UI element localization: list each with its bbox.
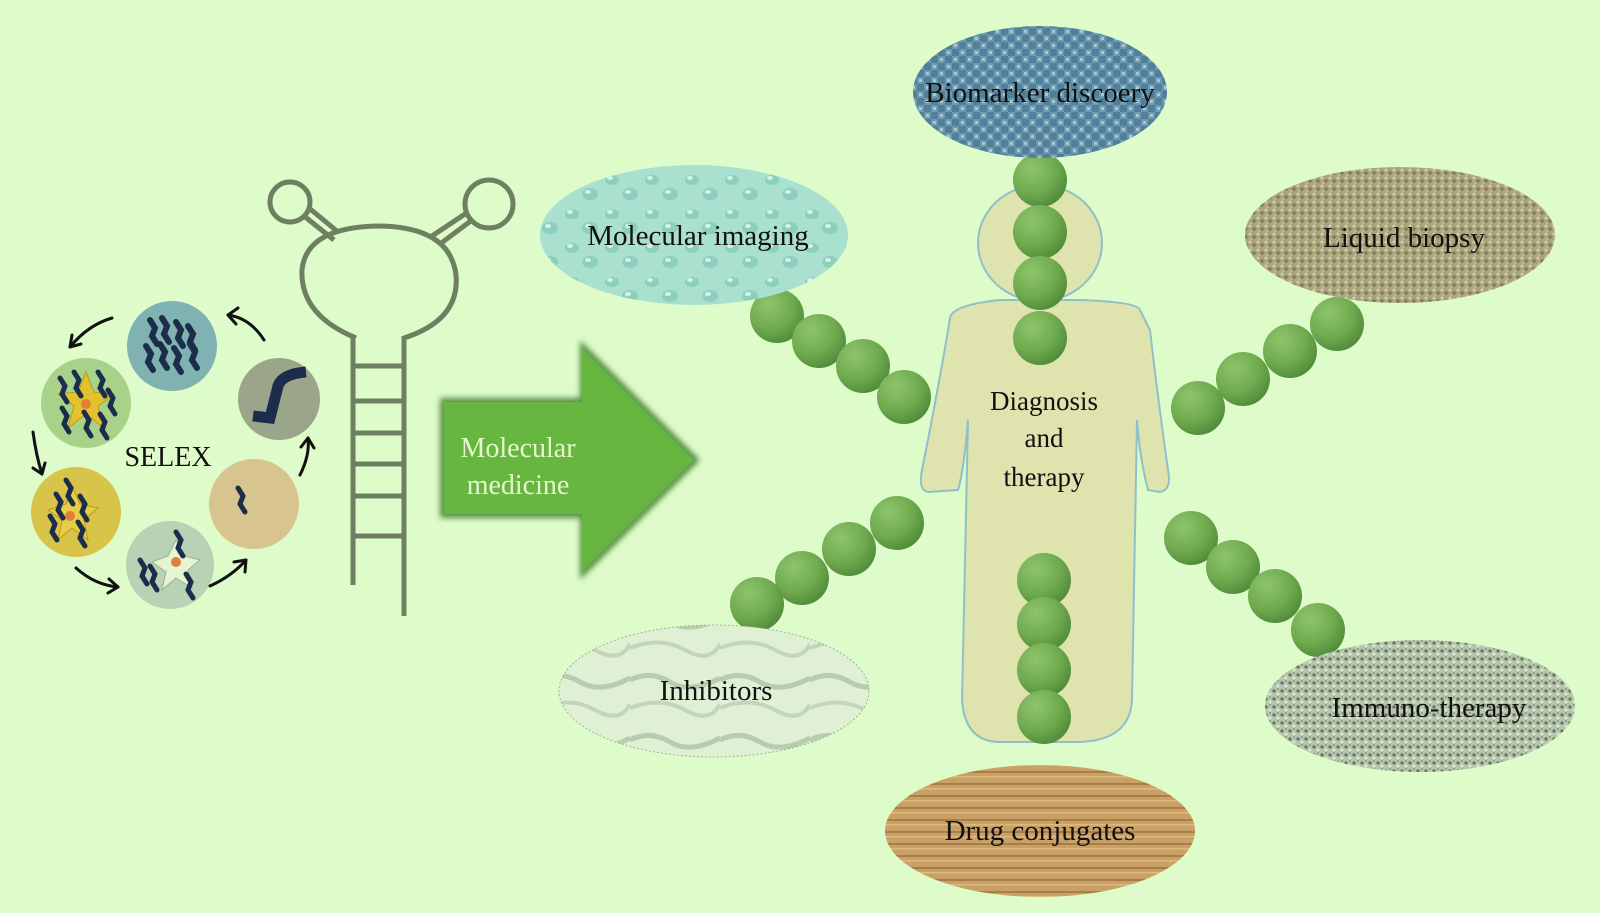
bead <box>1013 205 1067 259</box>
bead <box>1017 553 1071 607</box>
bead <box>730 577 784 631</box>
human-body-figure: Diagnosis and therapy <box>919 184 1170 743</box>
application-drug-conjugates[interactable]: Drug conjugates <box>885 765 1195 897</box>
bead <box>822 522 876 576</box>
bead <box>1216 352 1270 406</box>
bead <box>870 496 924 550</box>
bead <box>792 314 846 368</box>
bead <box>1248 569 1302 623</box>
bead <box>1017 643 1071 697</box>
arrow-label-line1: Molecular <box>460 433 576 464</box>
bead <box>836 339 890 393</box>
application-label: Drug conjugates <box>945 815 1136 847</box>
application-label: Molecular imaging <box>587 220 808 252</box>
bead <box>1013 153 1067 207</box>
bead-chain-liquid <box>1171 297 1364 435</box>
bead <box>1171 381 1225 435</box>
bead-chain-biomarker <box>1013 153 1067 365</box>
selex-cycle: SELEX <box>31 301 320 609</box>
selex-step-incubation <box>31 467 121 557</box>
application-immunotherapy[interactable]: Immuno-therapy <box>1265 640 1575 772</box>
bead <box>1291 603 1345 657</box>
application-label: Inhibitors <box>660 675 773 707</box>
application-label: Immuno-therapy <box>1332 692 1527 724</box>
bead <box>1310 297 1364 351</box>
application-liquid-biopsy[interactable]: Liquid biopsy <box>1245 167 1555 303</box>
application-label: Liquid biopsy <box>1323 222 1485 254</box>
aptamer-hairpin-icon <box>267 177 516 616</box>
selex-step-target-binding <box>41 358 131 448</box>
bead-chain-drug <box>1017 553 1071 744</box>
application-biomarker[interactable]: Biomarker discoery <box>913 26 1167 158</box>
molecular-medicine-arrow: Molecular medicine <box>440 340 700 580</box>
bead <box>1013 256 1067 310</box>
selex-label: SELEX <box>124 442 211 473</box>
application-imaging[interactable]: Molecular imaging <box>540 165 848 305</box>
bead <box>1263 324 1317 378</box>
bead-chain-inhibitors <box>730 496 924 631</box>
bead <box>750 289 804 343</box>
bead-chain-imaging <box>750 289 931 424</box>
center-label-line1: Diagnosis <box>990 386 1098 416</box>
bead-chain-immuno <box>1164 511 1345 657</box>
bead <box>1017 690 1071 744</box>
bead <box>775 551 829 605</box>
selex-step-library-pool <box>127 301 217 391</box>
arrow-label-line2: medicine <box>467 470 570 501</box>
bead <box>1206 540 1260 594</box>
application-inhibitors[interactable]: Inhibitors <box>558 624 870 758</box>
selex-step-amplification <box>238 358 320 440</box>
selex-cycle-arrows <box>31 306 316 595</box>
selex-step-elution <box>209 459 299 549</box>
center-label-line2: and <box>1025 423 1064 453</box>
bead <box>1017 597 1071 651</box>
center-label-line3: therapy <box>1004 462 1085 492</box>
bead <box>877 370 931 424</box>
selex-step-counter-selection <box>126 521 214 609</box>
bead <box>1164 511 1218 565</box>
bead-chains <box>730 153 1364 744</box>
bead <box>1013 311 1067 365</box>
application-label: Biomarker discoery <box>925 77 1155 109</box>
